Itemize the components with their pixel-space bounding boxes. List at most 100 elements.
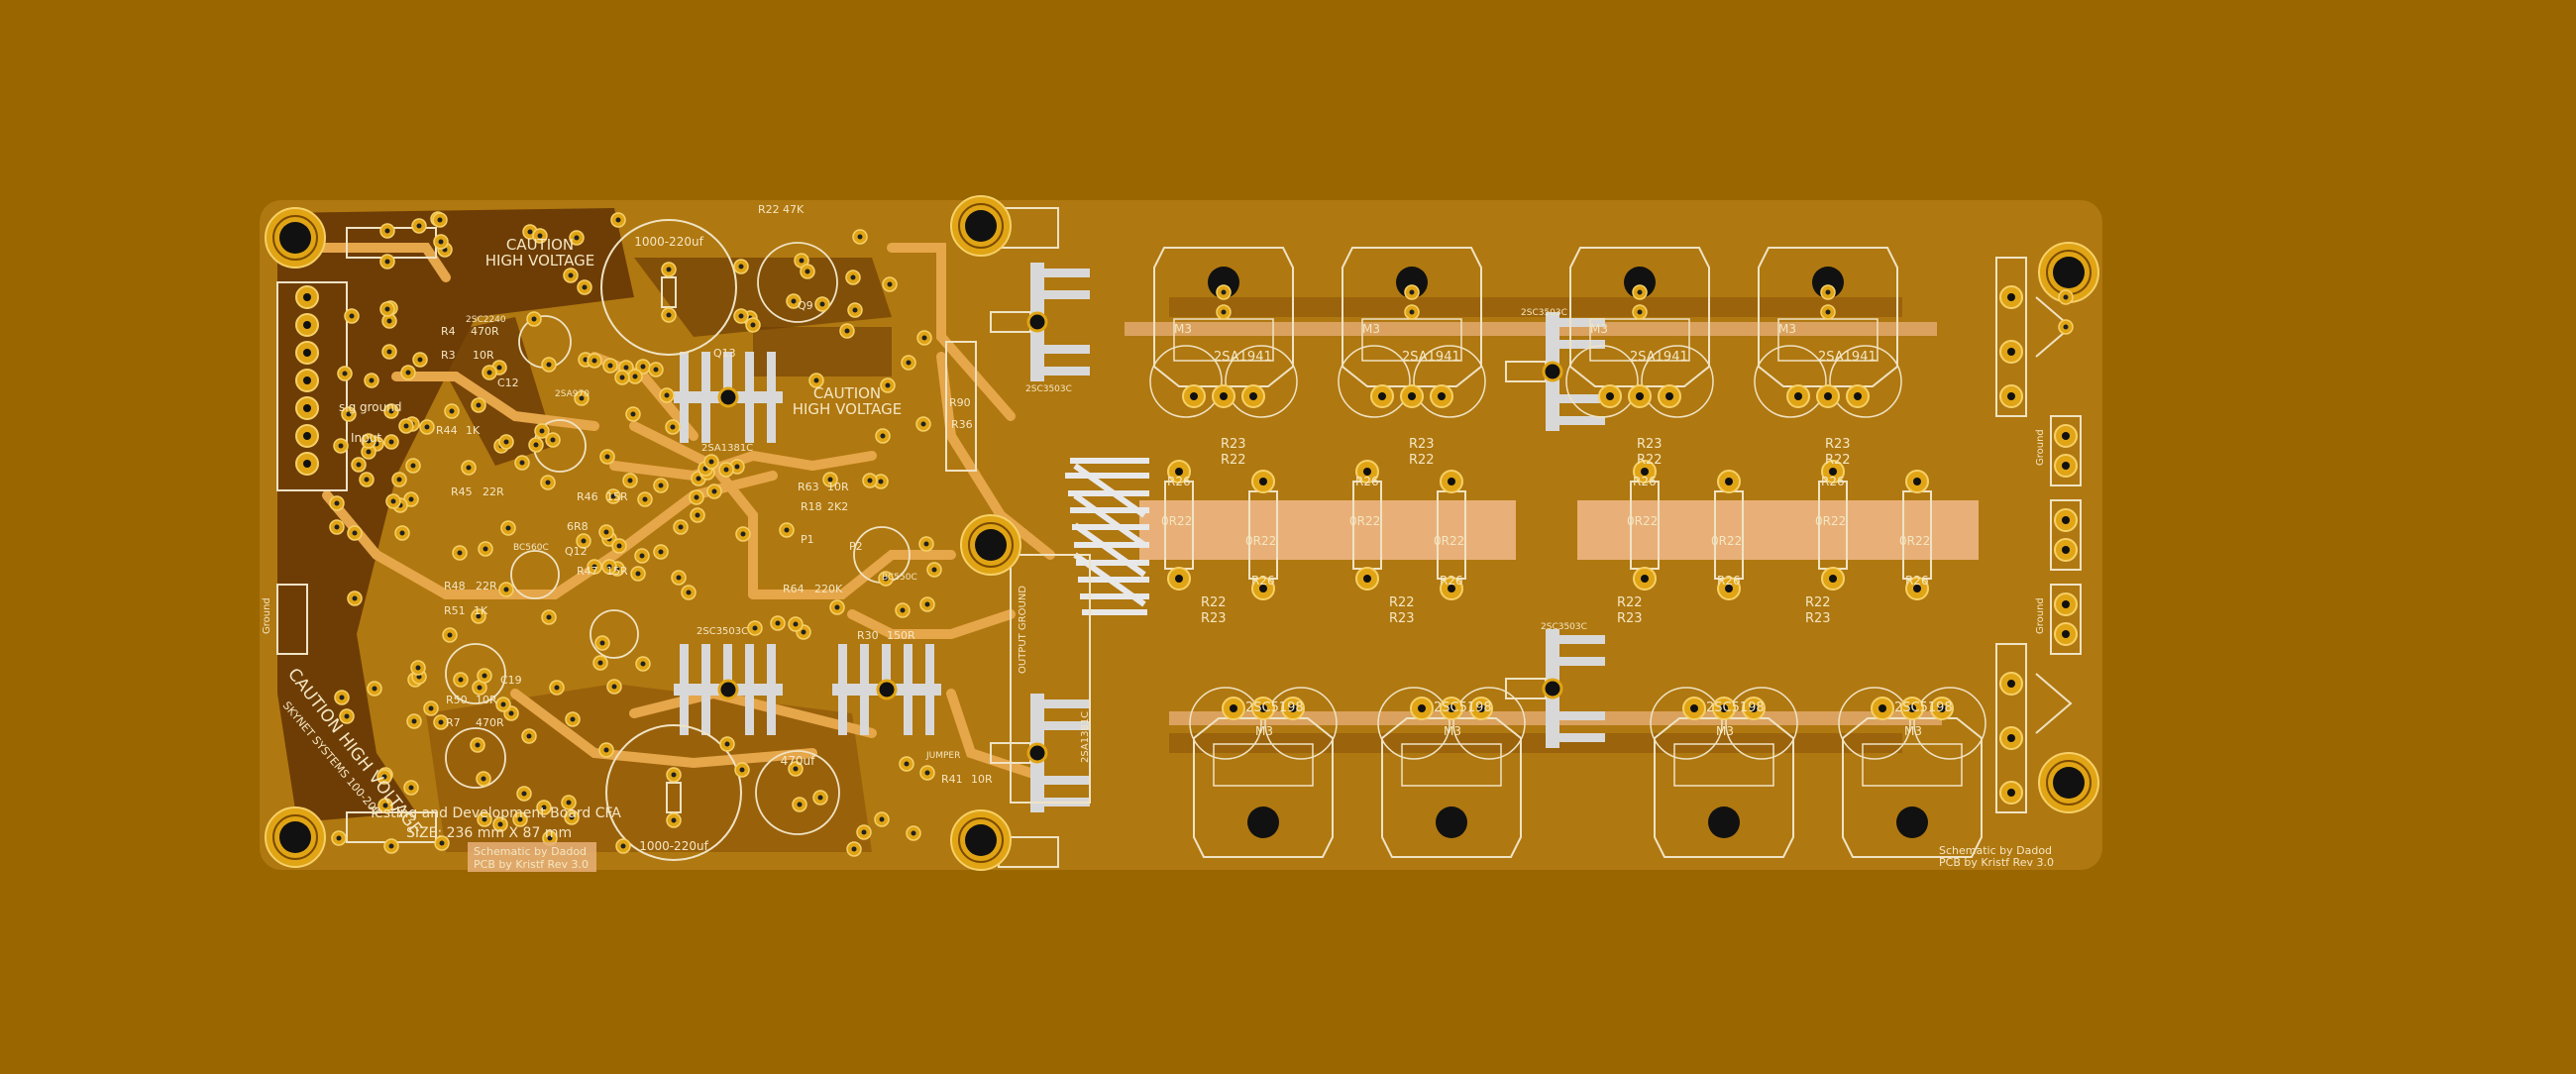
designator-label: R7 bbox=[446, 716, 461, 729]
r23-label: R23 bbox=[1637, 437, 1663, 452]
r23-label: R23 bbox=[1409, 437, 1435, 452]
designator-label: 1K bbox=[474, 604, 488, 617]
board-title: Testing and Development Board CFA bbox=[368, 806, 621, 821]
designator-label: Q13 bbox=[713, 347, 736, 360]
caution-mid-line2: HIGH VOLTAGE bbox=[793, 400, 903, 418]
solder-pad bbox=[295, 424, 319, 448]
solder-pad bbox=[398, 418, 414, 434]
solder-pad bbox=[344, 308, 360, 324]
solder-pad bbox=[295, 285, 319, 309]
solder-pad bbox=[391, 472, 407, 487]
solder-pad bbox=[295, 369, 319, 392]
solder-pad bbox=[452, 545, 468, 561]
solder-pad bbox=[364, 373, 379, 388]
output-device-label: 2SA1941 bbox=[1214, 350, 1272, 365]
mounting-hole bbox=[2038, 752, 2099, 813]
solder-pad bbox=[875, 428, 891, 444]
designator-label: R44 bbox=[436, 424, 458, 437]
filter-capacitor-bottom bbox=[605, 724, 742, 861]
r26-label: R26 bbox=[1905, 574, 1929, 588]
m3-label: M3 bbox=[1590, 322, 1608, 336]
solder-pad bbox=[444, 403, 460, 419]
solder-pad bbox=[381, 344, 397, 360]
designator-label: Q12 bbox=[565, 545, 588, 558]
r26-label: R26 bbox=[1355, 475, 1379, 488]
designator-label: R51 bbox=[444, 604, 466, 617]
r26-label: R26 bbox=[1167, 475, 1191, 488]
solder-pad bbox=[653, 544, 669, 560]
solder-pad bbox=[379, 223, 395, 239]
m3-label: M3 bbox=[1362, 322, 1380, 336]
solder-pad bbox=[1216, 304, 1232, 320]
r22-label: R22 bbox=[1637, 453, 1663, 468]
solder-pad bbox=[718, 462, 734, 478]
cap-bottom-label: 1000-220uf bbox=[639, 839, 708, 853]
caution-top: CAUTION HIGH VOLTAGE bbox=[485, 236, 595, 269]
solder-pad bbox=[1820, 304, 1836, 320]
mounting-hole bbox=[950, 809, 1012, 871]
solder-pad bbox=[800, 264, 815, 279]
solder-pad bbox=[916, 330, 932, 346]
r22-label: R22 bbox=[1201, 595, 1227, 610]
q8-label: 2SC3503C bbox=[697, 626, 748, 637]
solder-pad bbox=[610, 212, 626, 228]
output-device-label: 2SA1941 bbox=[1402, 350, 1460, 365]
designator-label: R47 bbox=[577, 565, 598, 578]
solder-pad bbox=[478, 541, 493, 557]
designator-label: 2SC2240 bbox=[466, 315, 506, 325]
credit-left-line2: PCB by Kristf Rev 3.0 bbox=[474, 858, 589, 871]
board-size: SIZE: 236 mm X 87 mm bbox=[406, 825, 572, 841]
solder-pad bbox=[471, 397, 486, 413]
caution-mid-line1: CAUTION bbox=[813, 384, 881, 402]
solder-pad bbox=[295, 341, 319, 365]
solder-pad bbox=[770, 615, 786, 631]
input-label: Input bbox=[351, 431, 381, 445]
r26-label: R26 bbox=[1251, 574, 1275, 588]
solder-pad bbox=[635, 656, 651, 672]
solder-pad bbox=[862, 473, 878, 488]
designator-label: R4 bbox=[441, 325, 456, 338]
mounting-hole bbox=[265, 207, 326, 268]
solder-pad bbox=[405, 458, 421, 474]
solder-pad bbox=[383, 434, 399, 450]
output-device-label: 2SA1941 bbox=[1630, 350, 1688, 365]
solder-pad bbox=[1999, 781, 2023, 805]
designator-label: 22R bbox=[476, 580, 497, 592]
resistor-value-label: 0R22 bbox=[1161, 514, 1192, 528]
solder-pad bbox=[514, 455, 530, 471]
r22-label: R22 bbox=[1409, 453, 1435, 468]
solder-pad bbox=[577, 279, 592, 295]
output-device-label: 2SC5198 bbox=[1245, 700, 1304, 715]
solder-pad bbox=[599, 449, 615, 465]
solder-pad bbox=[1404, 304, 1420, 320]
filter-capacitor-top bbox=[600, 219, 737, 356]
r26-label: R26 bbox=[1717, 574, 1741, 588]
solder-pad bbox=[901, 355, 916, 371]
solder-pad bbox=[295, 396, 319, 420]
designator-label: 1K bbox=[466, 424, 481, 437]
r22-label: R22 bbox=[1389, 595, 1415, 610]
solder-pad bbox=[295, 313, 319, 337]
solder-pad bbox=[648, 362, 664, 377]
solder-pad bbox=[549, 680, 565, 696]
solder-pad bbox=[498, 582, 514, 597]
cap-top-label: 1000-220uf bbox=[634, 235, 703, 249]
resistor-value-label: 0R22 bbox=[1434, 534, 1464, 548]
solder-pad bbox=[379, 254, 395, 269]
silkscreen-outlines bbox=[276, 207, 2082, 868]
solder-pad bbox=[895, 602, 911, 618]
solder-pad bbox=[829, 599, 845, 615]
solder-pad bbox=[706, 483, 722, 499]
r23-label: R23 bbox=[1389, 611, 1415, 626]
credit-left-line1: Schematic by Dadod bbox=[474, 845, 587, 858]
designator-label: R30 bbox=[857, 629, 879, 642]
solder-pad bbox=[882, 276, 898, 292]
solder-pad bbox=[598, 742, 614, 758]
resistor-value-label: 0R22 bbox=[1627, 514, 1658, 528]
solder-pad bbox=[2054, 508, 2078, 532]
solder-pad bbox=[615, 838, 631, 854]
designator-label: 150R bbox=[887, 629, 915, 642]
designator-label: C12 bbox=[497, 376, 519, 389]
solder-pad bbox=[665, 419, 681, 435]
